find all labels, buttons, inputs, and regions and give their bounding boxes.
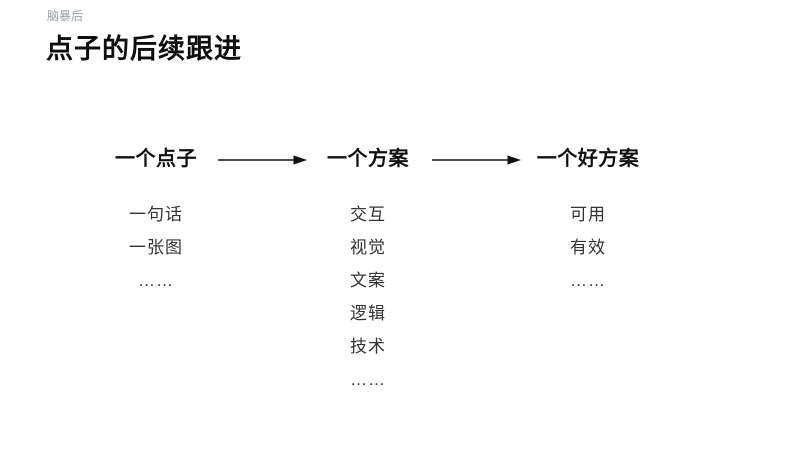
flow-item: 逻辑 <box>350 304 386 323</box>
flow-column-items: 一句话 一张图 …… <box>96 198 216 297</box>
flow-item: 文案 <box>350 271 386 290</box>
slide-tag: 脑暴后 <box>47 9 84 23</box>
flow-item: 视觉 <box>350 238 386 257</box>
flow-column-items: 交互 视觉 文案 逻辑 技术 …… <box>308 198 428 396</box>
flow-column-good-plan: 一个好方案 可用 有效 …… <box>518 146 658 297</box>
page-title: 点子的后续跟进 <box>46 34 242 64</box>
arrow-right-icon <box>218 155 307 165</box>
flow-column-header: 一个方案 <box>327 148 409 170</box>
flow-item: 一张图 <box>129 238 183 257</box>
flow-column-idea: 一个点子 一句话 一张图 …… <box>96 146 216 297</box>
flow-item: 交互 <box>350 205 386 224</box>
flow-item-ellipsis: …… <box>350 370 386 389</box>
flow-column-header: 一个点子 <box>115 148 197 170</box>
arrow-right-icon <box>432 155 521 165</box>
flow-column-items: 可用 有效 …… <box>518 198 658 297</box>
flow-item: 一句话 <box>129 205 183 224</box>
flow-item: 可用 <box>570 205 606 224</box>
flow-item: 技术 <box>350 337 386 356</box>
flow-item-ellipsis: …… <box>138 271 174 290</box>
flow-item: 有效 <box>570 238 606 257</box>
flow-column-plan: 一个方案 交互 视觉 文案 逻辑 技术 …… <box>308 146 428 396</box>
flow-item-ellipsis: …… <box>570 271 606 290</box>
flow-column-header: 一个好方案 <box>536 148 640 170</box>
